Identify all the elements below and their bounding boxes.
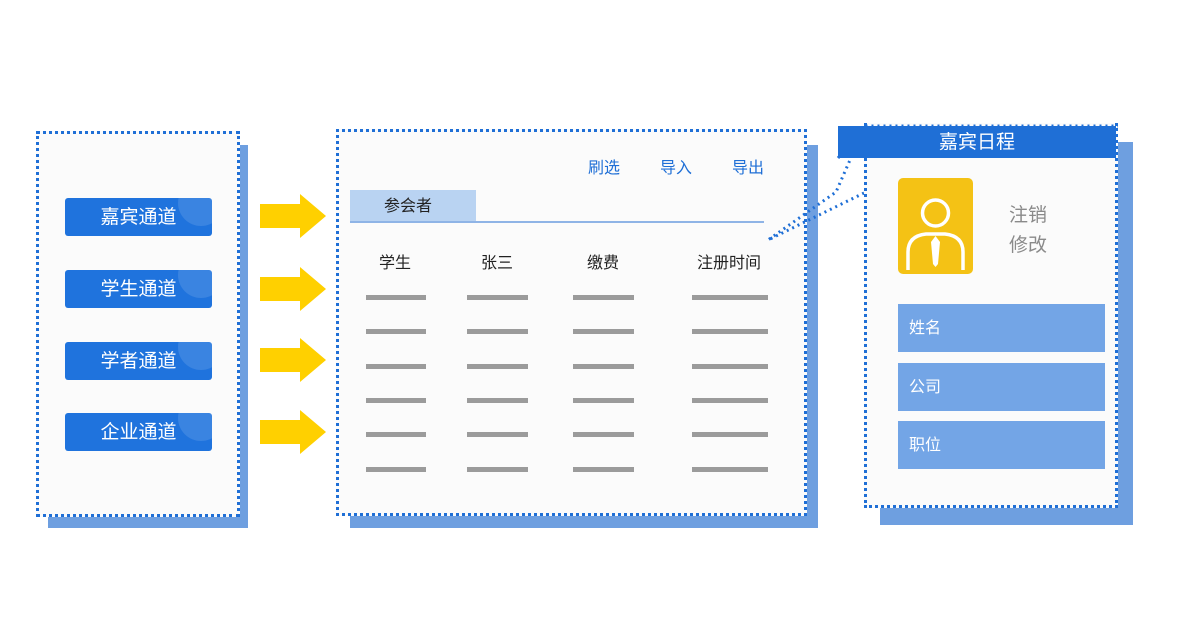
table-row-placeholder — [573, 432, 634, 437]
table-row-placeholder — [692, 295, 768, 300]
table-row-placeholder — [467, 398, 528, 403]
table-row-placeholder — [467, 364, 528, 369]
participants-panel — [336, 129, 807, 516]
table-row-placeholder — [366, 364, 426, 369]
table-row-placeholder — [692, 398, 768, 403]
column-header-name: 张三 — [481, 253, 514, 272]
import-link[interactable]: 导入 — [660, 158, 693, 177]
channel-button-guest[interactable]: 嘉宾通道 — [65, 198, 212, 236]
person-tie-icon — [906, 198, 965, 270]
table-row-placeholder — [366, 467, 426, 472]
column-header-student: 学生 — [379, 253, 412, 272]
table-row-placeholder — [467, 432, 528, 437]
column-header-payment: 缴费 — [587, 253, 620, 272]
avatar — [898, 178, 973, 274]
arrow-right-icon — [260, 194, 326, 238]
export-link[interactable]: 导出 — [732, 158, 765, 177]
table-row-placeholder — [467, 329, 528, 334]
arrow-right-icon — [260, 338, 326, 382]
company-field[interactable]: 公司 — [898, 363, 1105, 411]
filter-link[interactable]: 刷选 — [588, 158, 621, 177]
table-row-placeholder — [573, 329, 634, 334]
channel-button-scholar[interactable]: 学者通道 — [65, 342, 212, 380]
arrow-right-icon — [260, 410, 326, 454]
table-row-placeholder — [692, 329, 768, 334]
tab-participants[interactable]: 参会者 — [350, 190, 476, 222]
table-row-placeholder — [573, 364, 634, 369]
table-row-placeholder — [692, 467, 768, 472]
name-field[interactable]: 姓名 — [898, 304, 1105, 352]
table-row-placeholder — [366, 329, 426, 334]
position-field[interactable]: 职位 — [898, 421, 1105, 469]
table-row-placeholder — [366, 432, 426, 437]
guest-card-title: 嘉宾日程 — [838, 126, 1116, 158]
table-row-placeholder — [573, 398, 634, 403]
table-row-placeholder — [692, 364, 768, 369]
channels-panel — [36, 131, 240, 517]
arrow-right-icon — [260, 267, 326, 311]
tab-underline — [350, 221, 764, 223]
table-row-placeholder — [573, 467, 634, 472]
table-row-placeholder — [467, 467, 528, 472]
table-row-placeholder — [467, 295, 528, 300]
table-row-placeholder — [573, 295, 634, 300]
channel-button-enterprise[interactable]: 企业通道 — [65, 413, 212, 451]
table-row-placeholder — [692, 432, 768, 437]
table-row-placeholder — [366, 398, 426, 403]
column-header-register-time: 注册时间 — [697, 253, 762, 272]
edit-link[interactable]: 修改 — [1009, 234, 1048, 256]
table-row-placeholder — [366, 295, 426, 300]
logout-link[interactable]: 注销 — [1009, 204, 1048, 226]
channel-button-student[interactable]: 学生通道 — [65, 270, 212, 308]
